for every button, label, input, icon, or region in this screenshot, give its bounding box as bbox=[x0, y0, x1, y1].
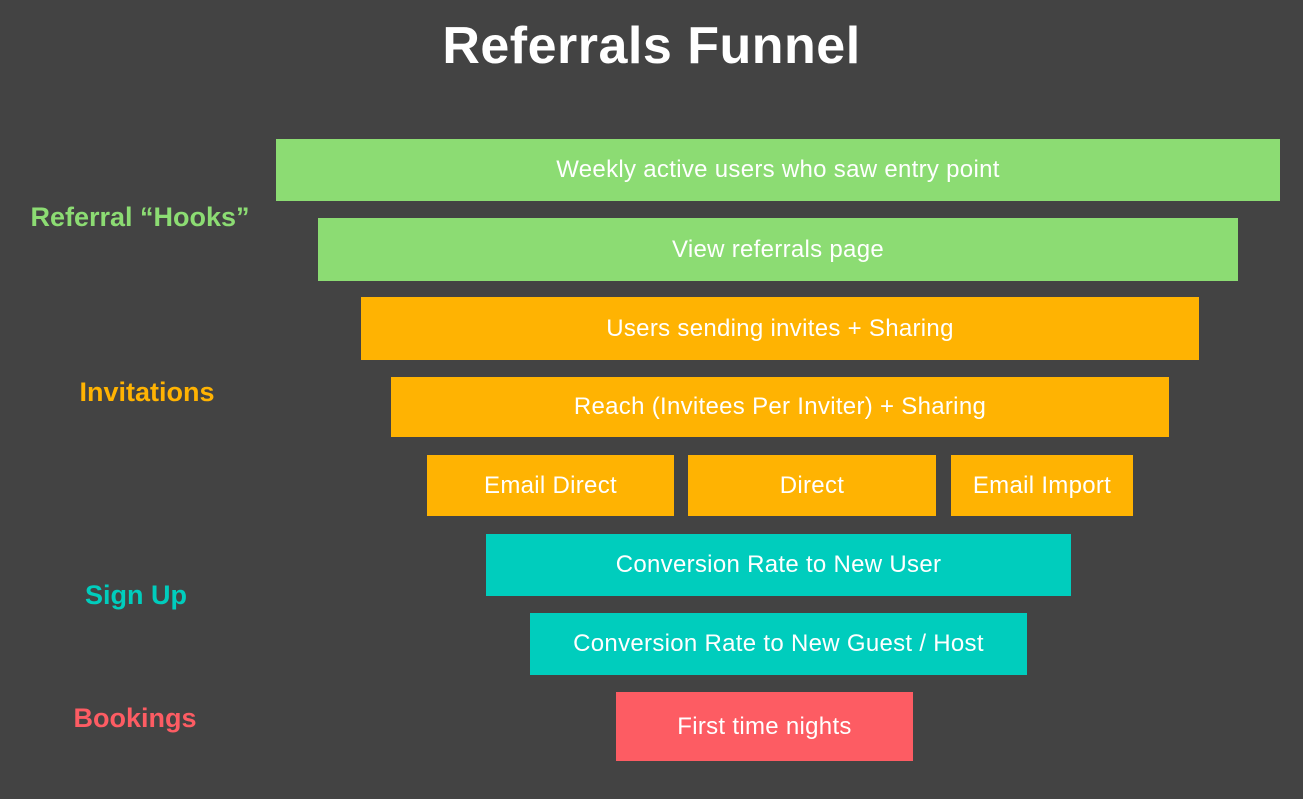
funnel-bar-reach-invitees-per-inviter: Reach (Invitees Per Inviter) + Sharing bbox=[391, 377, 1169, 437]
funnel-bar-conversion-rate-new-user: Conversion Rate to New User bbox=[486, 534, 1071, 596]
funnel-bar-email-direct: Email Direct bbox=[427, 455, 674, 516]
funnel-bar-email-import: Email Import bbox=[951, 455, 1133, 516]
stage-label-referral-hooks: Referral “Hooks” bbox=[30, 202, 250, 232]
funnel-bar-conversion-rate-new-guest-host: Conversion Rate to New Guest / Host bbox=[530, 613, 1027, 675]
stage-label-bookings: Bookings bbox=[73, 703, 197, 733]
page-title: Referrals Funnel bbox=[442, 17, 861, 75]
funnel-bar-view-referrals-page: View referrals page bbox=[318, 218, 1238, 281]
funnel-bar-users-sending-invites: Users sending invites + Sharing bbox=[361, 297, 1199, 360]
funnel-bar-direct: Direct bbox=[688, 455, 936, 516]
funnel-bar-first-time-nights: First time nights bbox=[616, 692, 913, 761]
funnel-bar-weekly-active-users: Weekly active users who saw entry point bbox=[276, 139, 1280, 201]
stage-label-invitations: Invitations bbox=[79, 377, 215, 407]
stage-label-sign-up: Sign Up bbox=[85, 580, 187, 610]
